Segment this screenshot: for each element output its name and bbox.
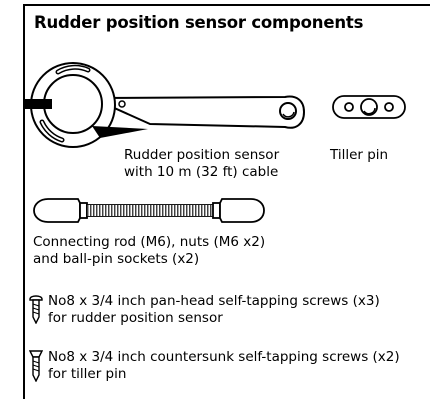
pan-head-screws-line2: for rudder position sensor: [48, 310, 223, 326]
countersunk-screws-line1: No8 x 3/4 inch countersunk self-tapping …: [48, 349, 400, 365]
rod-caption-line1: Connecting rod (M6), nuts (M6 x2): [33, 234, 266, 250]
sensor-arm-small-hole: [118, 100, 126, 108]
connecting-rod-caption: Connecting rod (M6), nuts (M6 x2) and ba…: [33, 234, 265, 268]
sensor-cable: [24, 99, 52, 109]
tiller-pin-caption: Tiller pin: [330, 147, 389, 163]
countersunk-screws-line2: for tiller pin: [48, 366, 127, 382]
components-panel-frame: [23, 4, 430, 399]
pan-head-screw-icon: [29, 295, 43, 324]
pan-head-screws-line1: No8 x 3/4 inch pan-head self-tapping scr…: [48, 293, 380, 309]
sensor-arm: [91, 95, 305, 129]
pan-head-screws-caption: No8 x 3/4 inch pan-head self-tapping scr…: [48, 293, 380, 327]
sensor-caption: Rudder position sensor with 10 m (32 ft)…: [124, 147, 279, 181]
rudder-sensor-illustration: [24, 62, 305, 148]
rod-caption-line2: and ball-pin sockets (x2): [33, 251, 200, 267]
sensor-caption-line1: Rudder position sensor: [124, 147, 280, 163]
countersunk-screws-caption: No8 x 3/4 inch countersunk self-tapping …: [48, 349, 400, 383]
tiller-pin-illustration: [332, 95, 406, 119]
countersunk-screw-icon: [29, 350, 43, 382]
page-title: Rudder position sensor components: [34, 13, 364, 32]
sensor-caption-line2: with 10 m (32 ft) cable: [124, 164, 279, 180]
connecting-rod-illustration: [33, 198, 265, 223]
sensor-body: [43, 74, 103, 134]
